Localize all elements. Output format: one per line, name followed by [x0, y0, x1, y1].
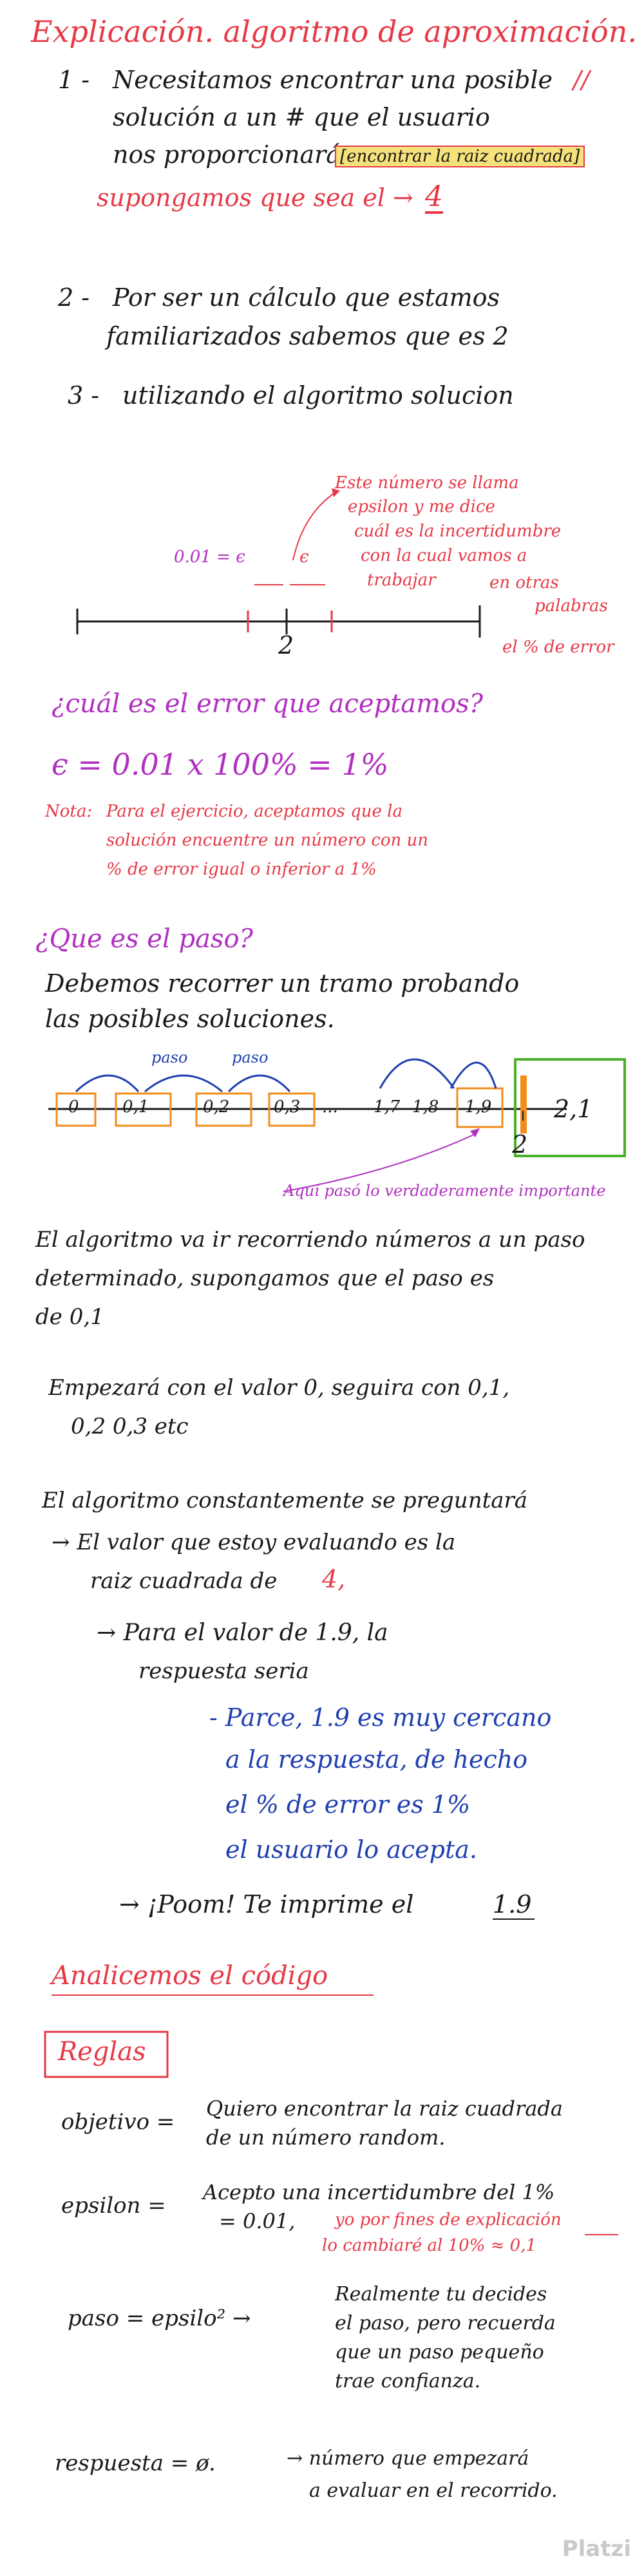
paso-label-2: paso	[232, 1048, 269, 1066]
cell-0: 0	[68, 1097, 79, 1117]
algo-line1: El algoritmo va ir recorriendo números a…	[35, 1227, 585, 1253]
epsilon-note-3: cuál es la incertidumbre	[354, 522, 562, 541]
objetivo-line2: de un número random.	[206, 2125, 446, 2150]
respuesta-label: respuesta = ø.	[55, 2450, 216, 2476]
algo-line4: Empezará con el valor 0, seguira con 0,1…	[48, 1375, 510, 1401]
epsilon-number-line	[76, 488, 481, 638]
step-intro-line2: las posibles soluciones.	[45, 1005, 335, 1033]
epsilon-center-label: 2	[278, 631, 294, 659]
rules-title: Reglas	[58, 2037, 146, 2067]
cell-1-7: 1,7	[374, 1097, 401, 1117]
ask-line1: El algoritmo constantemente se preguntar…	[42, 1488, 528, 1513]
step-number-line	[48, 1058, 626, 1192]
epsilon-note-4: con la cual vamos a	[361, 546, 527, 565]
epsilon-equation: 0.01 = ϵ	[174, 547, 245, 567]
epsilon-note-1: Este número se llama	[335, 473, 519, 493]
step2-line2: familiarizados sabemos que es 2	[106, 322, 509, 350]
step-intro-line1: Debemos recorrer un tramo probando	[45, 969, 520, 998]
epsilon-label: epsilon =	[61, 2193, 166, 2219]
page-title: Explicación. algoritmo de aproximación.	[31, 14, 637, 49]
step1-line1: Necesitamos encontrar una posible	[113, 66, 553, 94]
step1-mark: //	[573, 66, 590, 94]
step1-suppose: supongamos que sea el →	[97, 184, 413, 212]
paso-label-1: paso	[151, 1048, 188, 1066]
ask-line2: → El valor que estoy evaluando es la	[52, 1530, 456, 1555]
nota-line3: % de error igual o inferior a 1%	[106, 860, 377, 879]
answer-line2: a la respuesta, de hecho	[225, 1745, 528, 1774]
ask-value: 4,	[322, 1565, 346, 1593]
error-formula: ϵ = 0.01 x 100% = 1%	[52, 747, 389, 782]
boom-text: → ¡Poom! Te imprime el	[119, 1890, 414, 1918]
rules-box	[44, 2031, 169, 2078]
objetivo-line1: Quiero encontrar la raiz cuadrada	[206, 2096, 563, 2121]
cell-0-2: 0,2	[203, 1097, 230, 1117]
step1-number: 1 -	[58, 66, 90, 94]
algo-line3: de 0,1	[35, 1304, 104, 1330]
paso-line3: que un paso pequeño	[335, 2341, 544, 2363]
nota-line2: solución encuentre un número con un	[106, 831, 429, 850]
step1-value: 4	[425, 180, 443, 213]
epsilon-symbol: ϵ	[299, 547, 309, 567]
paso-line4: trae confianza.	[335, 2370, 481, 2392]
paso-label: paso = epsilo² →	[68, 2306, 251, 2331]
cell-2-1: 2,1	[554, 1095, 593, 1123]
respuesta-line1: → número que empezará	[287, 2447, 529, 2470]
step1-highlight: [encontrar la raiz cuadrada]	[335, 146, 585, 167]
cell-1-8: 1,8	[412, 1097, 439, 1117]
algo-line5: 0,2 0,3 etc	[71, 1414, 189, 1439]
algo-line2: determinado, supongamos que el paso es	[35, 1265, 495, 1291]
cell-0-1: 0,1	[122, 1097, 149, 1117]
platzi-watermark: Platzi	[562, 2536, 631, 2562]
epsilon-red-line1: yo por fines de explicación	[335, 2210, 562, 2230]
ask-line4: → Para el valor de 1.9, la	[97, 1620, 388, 1646]
code-title: Analicemos el código	[52, 1961, 328, 1991]
answer-line3: el % de error es 1%	[225, 1790, 471, 1819]
epsilon-note-6: en otras	[489, 573, 559, 592]
nota-line1: Para el ejercicio, aceptamos que la	[106, 802, 403, 821]
step3-line1: utilizando el algoritmo solucion	[122, 381, 514, 410]
epsilon-note-2: epsilon y me dice	[348, 497, 495, 516]
ask-line3: raiz cuadrada de	[90, 1568, 278, 1594]
number-line-center: 2	[512, 1130, 528, 1159]
epsilon-red-line2: lo cambiaré al 10% ≈ 0,1	[322, 2236, 537, 2255]
cell-ellipsis: ...	[322, 1097, 338, 1117]
paso-line2: el paso, pero recuerda	[335, 2312, 556, 2334]
epsilon-note-5: trabajar	[367, 571, 436, 590]
objetivo-label: objetivo =	[61, 2109, 175, 2135]
answer-line1: - Parce, 1.9 es muy cercano	[209, 1703, 552, 1732]
step1-line3: nos proporcionará,	[113, 140, 349, 169]
important-note: Aquí pasó lo verdaderamente importante	[283, 1182, 606, 1200]
respuesta-line2: a evaluar en el recorrido.	[309, 2479, 558, 2502]
step2-number: 2 -	[58, 283, 90, 312]
paso-line1: Realmente tu decides	[335, 2283, 547, 2306]
nota-label: Nota:	[45, 802, 93, 821]
cell-1-9: 1,9	[465, 1097, 492, 1117]
epsilon-note-7: palabras	[535, 596, 608, 616]
step2-line1: Por ser un cálculo que estamos	[113, 283, 500, 312]
step1-line2: solución a un # que el usuario	[113, 103, 490, 131]
ask-line5: respuesta seria	[138, 1658, 309, 1684]
boom-value: 1.9	[493, 1890, 532, 1918]
error-question: ¿cuál es el error que aceptamos?	[52, 689, 484, 719]
epsilon-line2: = 0.01,	[219, 2209, 296, 2233]
cell-0-3: 0,3	[274, 1097, 301, 1117]
epsilon-note-8: el % de error	[502, 638, 614, 657]
step3-number: 3 -	[68, 381, 100, 410]
answer-line4: el usuario lo acepta.	[225, 1835, 477, 1864]
step-question: ¿Que es el paso?	[35, 924, 253, 954]
epsilon-line1: Acepto una incertidumbre del 1%	[203, 2180, 555, 2204]
